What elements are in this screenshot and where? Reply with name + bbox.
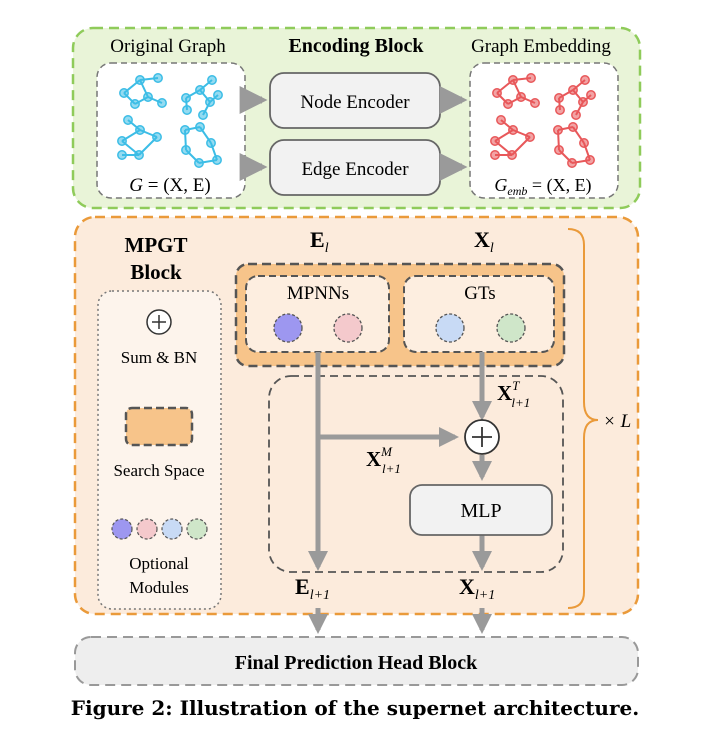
node-output-label: Xl+1 xyxy=(459,574,495,603)
mpgt-title-line2: Block xyxy=(130,260,182,284)
edge-input-label: El xyxy=(310,227,329,256)
output-formula: Gemb = (X, E) xyxy=(494,175,591,198)
sum-bn-node xyxy=(464,419,500,455)
output-graph-icon xyxy=(490,73,596,168)
input-graph-icon xyxy=(117,73,223,168)
legend-optional-modules-line1: Optional xyxy=(129,554,189,573)
legend-module-swatches xyxy=(111,518,208,540)
gt-module-option-2 xyxy=(496,313,526,343)
graph-embedding-label: Graph Embedding xyxy=(471,36,611,57)
node-input-label: Xl xyxy=(474,227,494,256)
mpnn-module-option-2 xyxy=(333,313,363,343)
encoding-block-title: Encoding Block xyxy=(288,35,424,57)
mlp-box xyxy=(409,484,553,536)
legend-sum-icon xyxy=(146,309,172,335)
figure-caption: Figure 2: Illustration of the supernet a… xyxy=(71,696,639,720)
gt-module-option-1 xyxy=(435,313,465,343)
original-graph-label: Original Graph xyxy=(110,36,226,57)
legend-optional-modules-line2: Modules xyxy=(129,578,189,597)
mpnns-label: MPNNs xyxy=(287,283,349,304)
legend-search-space-swatch xyxy=(124,406,194,447)
legend-sum-bn-label: Sum & BN xyxy=(121,348,198,367)
mlp-label: MLP xyxy=(460,500,501,522)
legend-module-swatch xyxy=(186,518,208,540)
output-graph-box xyxy=(469,62,619,199)
mpgt-title-line1: MPGT xyxy=(125,233,188,257)
prediction-head-block xyxy=(74,636,639,686)
repeat-brace xyxy=(567,228,599,609)
input-formula: G = (X, E) xyxy=(129,175,210,196)
prediction-head-label: Final Prediction Head Block xyxy=(235,652,478,674)
edge-encoder-label: Edge Encoder xyxy=(301,159,409,180)
legend-module-swatch xyxy=(136,518,158,540)
repeat-label: × L xyxy=(603,411,631,432)
input-graph-box xyxy=(96,62,246,199)
legend-search-space-label: Search Space xyxy=(113,461,204,480)
gts-label: GTs xyxy=(464,283,495,304)
combine-region xyxy=(268,375,564,573)
node-encoder-label: Node Encoder xyxy=(300,92,410,113)
legend-module-swatch xyxy=(161,518,183,540)
legend-module-swatch xyxy=(111,518,133,540)
mpnn-module-option-1 xyxy=(273,313,303,343)
edge-output-label: El+1 xyxy=(295,574,330,603)
